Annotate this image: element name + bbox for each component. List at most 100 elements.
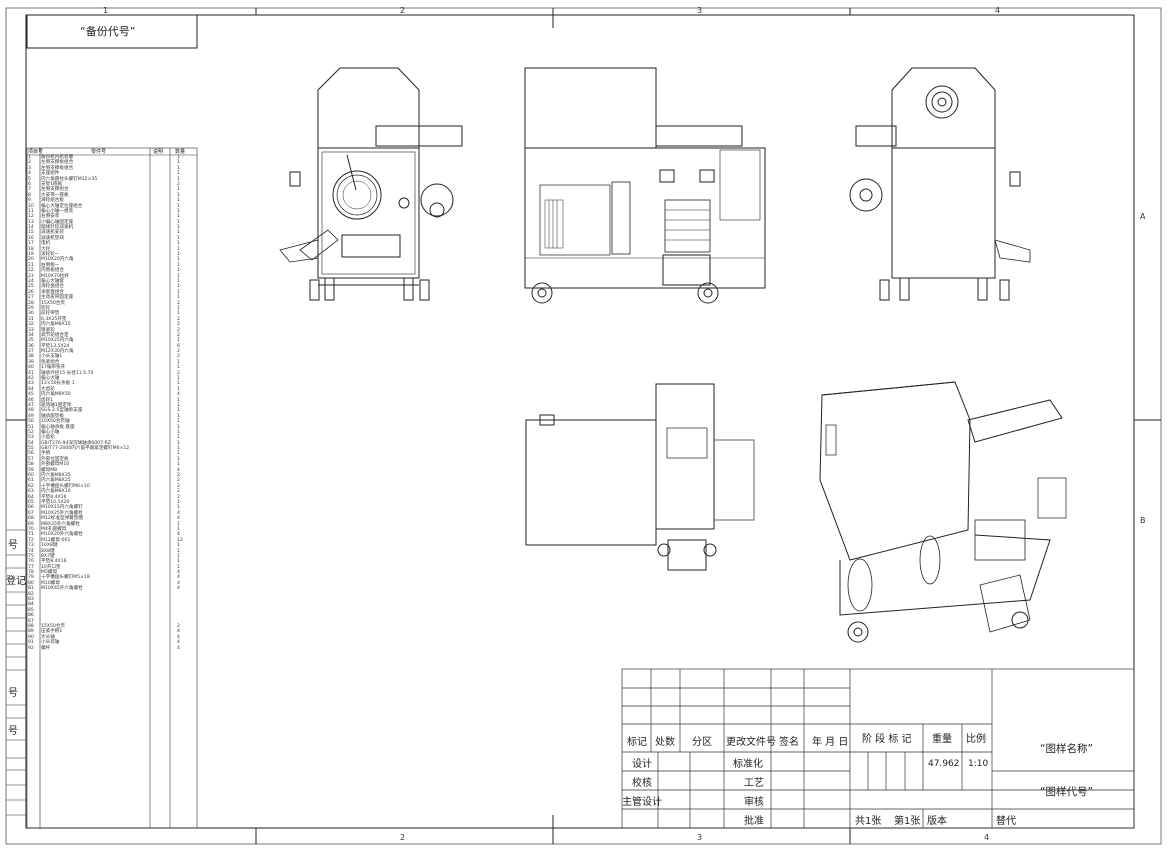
weight-value: 47.962	[928, 759, 960, 769]
bom-cell-item-no: 13	[28, 219, 34, 225]
bom-cell-quantity: 1	[177, 278, 180, 284]
bom-cell-quantity: 1	[177, 386, 180, 392]
bom-cell-item-no: 17	[28, 241, 34, 247]
zone-top-2: 2	[400, 6, 406, 15]
bom-cell-item-no: 88	[28, 623, 34, 629]
bom-cell-item-no: 82	[28, 591, 34, 597]
title-block-frame	[621, 668, 1135, 829]
bom-cell-quantity: 4	[177, 570, 180, 576]
bom-cell-quantity: 1	[177, 451, 180, 457]
standardization-label: 标准化	[733, 759, 763, 770]
zone-top-3: 3	[697, 6, 703, 15]
zone-bottom-2: 2	[400, 833, 406, 842]
bom-cell-part-name: 外部位固定板	[41, 456, 69, 462]
bom-cell-item-no: 6	[28, 181, 31, 187]
bom-cell-item-no: 87	[28, 618, 34, 624]
bom-header-item-no: 项目号	[28, 149, 44, 155]
bom-cell-quantity: 4	[177, 580, 180, 586]
bom-row: 82	[27, 592, 197, 597]
bom-cell-part-name: 电机	[41, 241, 51, 247]
bom-cell-quantity: 1	[177, 284, 180, 290]
bom-cell-quantity: 1	[177, 203, 180, 209]
role-design: 设计	[632, 759, 652, 770]
bom-cell-quantity: 1	[177, 246, 180, 252]
bom-cell-item-no: 25	[28, 284, 34, 290]
sheet-total: 共1张	[855, 816, 882, 827]
bom-cell-part-name: M10X15内六角螺钉	[41, 505, 83, 511]
bom-cell-item-no: 48	[28, 408, 34, 414]
bom-cell-part-name: M5螺母	[41, 570, 58, 576]
bom-cell-item-no: 38	[28, 354, 34, 360]
bom-cell-part-name: 备份机内机装版	[41, 155, 74, 160]
bom-cell-part-name: 偏心大轴套	[41, 278, 64, 284]
side-label-number-2: 号	[8, 688, 18, 699]
bom-cell-part-name: 13×50长条板 1	[41, 381, 75, 387]
bom-cell-item-no: 58	[28, 462, 34, 468]
bom-cell-quantity: 1	[177, 500, 180, 505]
bom-cell-quantity: 4	[177, 532, 180, 538]
bom-cell-quantity: 1	[177, 559, 180, 565]
bom-cell-item-no: 79	[28, 575, 34, 581]
bom-cell-part-name: 右侧安装	[41, 214, 60, 220]
bom-cell-quantity: 1	[177, 413, 180, 419]
bom-cell-item-no: 28	[28, 300, 34, 306]
bom-cell-part-name: M10X25内六角	[41, 338, 74, 344]
bom-cell-quantity: 4	[177, 645, 180, 651]
bom-cell-part-name: 左侧支撑板组合	[41, 160, 74, 166]
zone-top-4: 4	[995, 6, 1001, 15]
bom-cell-item-no: 41	[28, 370, 34, 376]
version-label: 版本	[927, 816, 947, 827]
bom-cell-part-name: 滚轮轮一	[41, 252, 60, 258]
bom-cell-quantity: 1	[177, 257, 180, 263]
bom-cell-item-no: 1	[28, 155, 31, 160]
bom-cell-item-no: 31	[28, 316, 34, 322]
bom-cell-item-no: 42	[28, 376, 34, 382]
bom-cell-item-no: 33	[28, 327, 34, 333]
bom-cell-item-no: 27	[28, 295, 34, 301]
bom-cell-item-no: 3	[28, 165, 31, 171]
bom-cell-item-no: 19	[28, 252, 34, 258]
bom-cell-part-name: 小偏心轴固定座	[41, 219, 74, 225]
bom-cell-part-name: 小齿轮	[41, 435, 55, 441]
bom-cell-quantity: 1	[177, 230, 180, 236]
bom-cell-part-name: 支座组件	[41, 171, 60, 177]
bom-cell-quantity: 1	[177, 564, 180, 570]
bom-cell-part-name: M12螺母-001	[41, 537, 71, 543]
bom-cell-item-no: 9	[28, 198, 31, 204]
bom-cell-part-name: 8X7键	[41, 553, 55, 559]
bom-cell-part-name: 滑轮组合板	[41, 198, 64, 204]
bom-cell-quantity: 1	[177, 268, 180, 274]
bom-cell-part-name: 小头支轴1	[41, 354, 63, 360]
bom-cell-part-name: M4孔圆螺母	[41, 526, 67, 532]
role-chief-design: 主管设计	[622, 797, 662, 808]
bom-cell-item-no: 43	[28, 381, 34, 387]
bom-cell-part-name: 轴承座垫板	[41, 413, 64, 419]
bom-cell-item-no: 89	[28, 629, 34, 635]
side-view	[524, 67, 766, 304]
zone-bottom-4: 4	[984, 833, 990, 842]
bom-cell-part-name: 大皮带一底板	[41, 192, 69, 198]
bom-cell-part-name: 内六角M8X25	[41, 478, 71, 484]
side-label-number-3: 号	[8, 726, 18, 737]
bom-cell-quantity: 1	[177, 214, 180, 220]
bom-cell-item-no: 77	[28, 564, 34, 570]
bom-cell-part-name: M8X35外六角螺栓	[41, 521, 80, 527]
bom-header-part-no: 零件号	[91, 149, 107, 155]
bom-cell-item-no: 10	[28, 203, 34, 209]
bom-cell-item-no: 76	[28, 559, 34, 565]
